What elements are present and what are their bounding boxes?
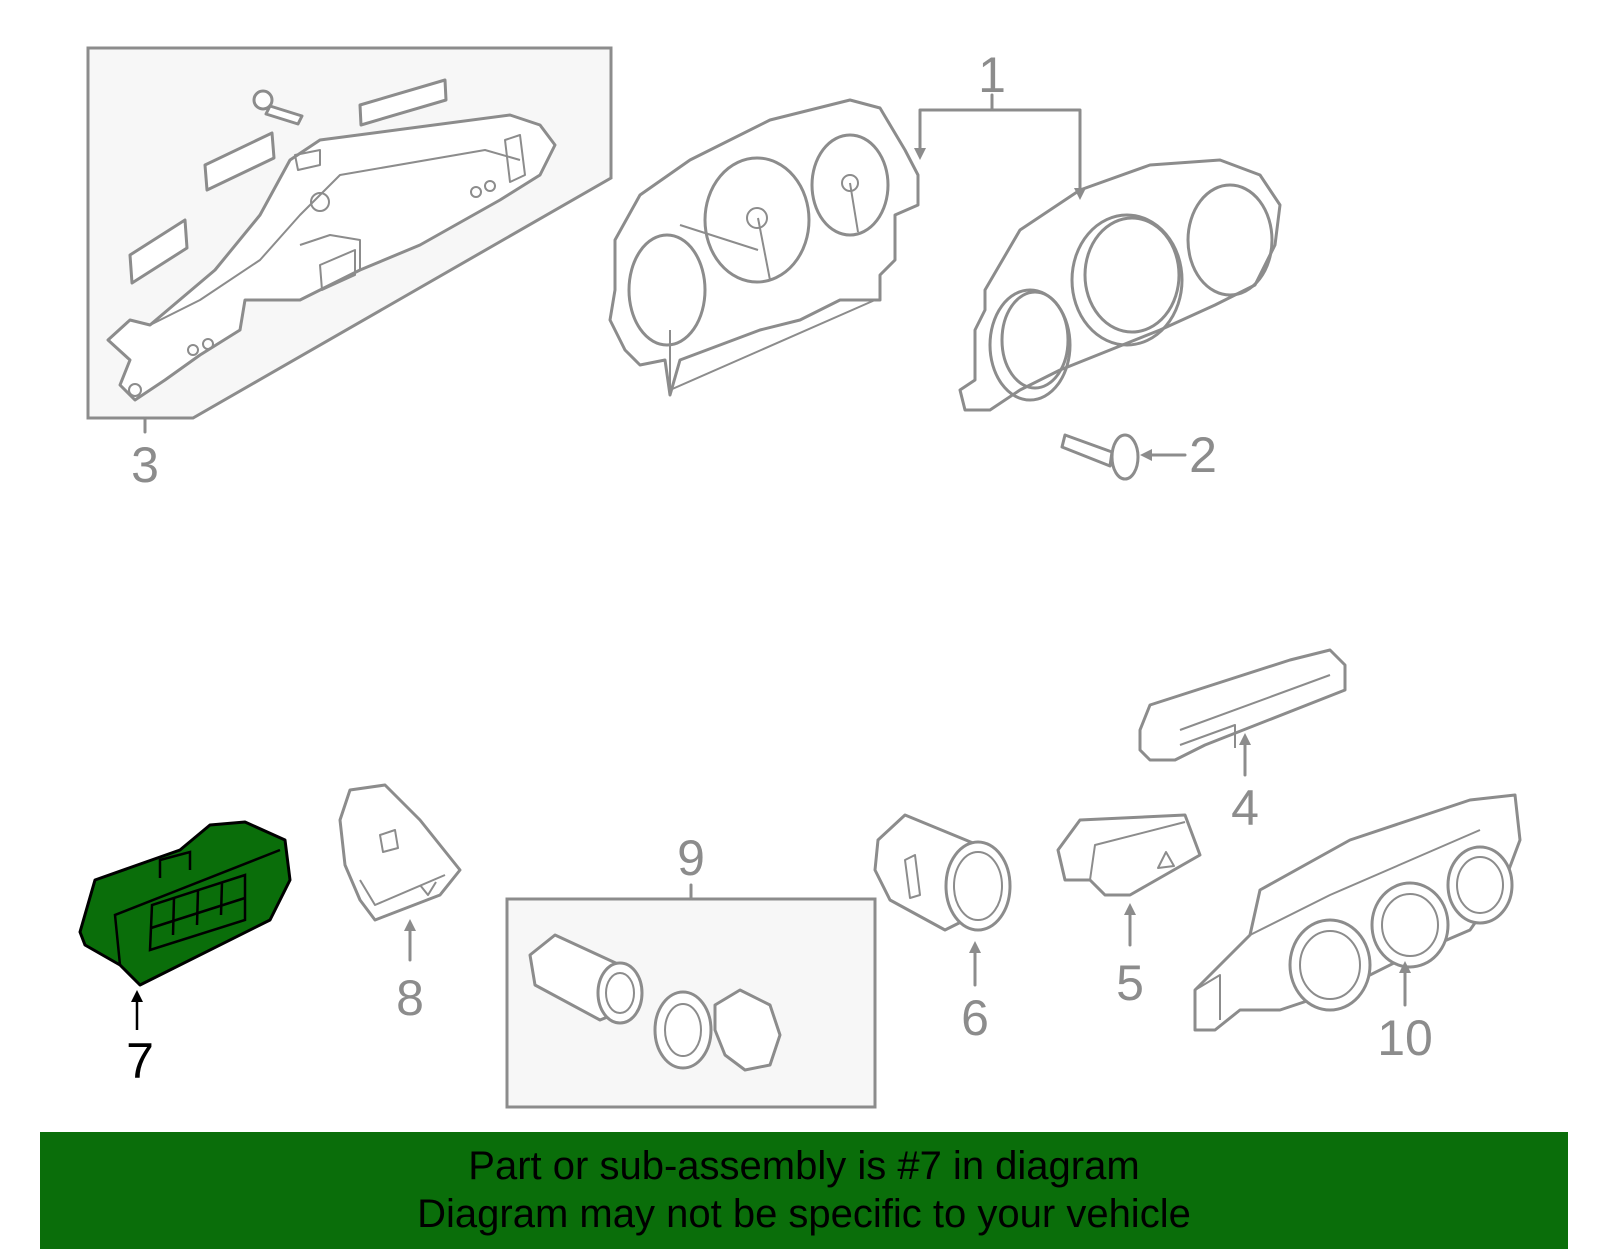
callout-4[interactable]: 4 <box>1231 780 1259 836</box>
part-2-screw[interactable] <box>1060 433 1187 481</box>
callout-9[interactable]: 9 <box>677 830 705 886</box>
part-3-bracket[interactable] <box>86 46 613 434</box>
part-6-socket[interactable] <box>873 813 1012 987</box>
callout-3[interactable]: 3 <box>131 437 159 493</box>
callout-7[interactable]: 7 <box>126 1033 154 1089</box>
callout-8[interactable]: 8 <box>396 970 424 1026</box>
part-9-lighter-kit[interactable] <box>505 883 877 1109</box>
callout-2[interactable]: 2 <box>1189 427 1217 483</box>
part-7-switch-highlighted[interactable] <box>78 820 292 1030</box>
part-8-switch[interactable] <box>338 783 462 962</box>
part-1-instrument-cluster[interactable] <box>608 93 1282 412</box>
callout-5[interactable]: 5 <box>1116 955 1144 1011</box>
callout-1[interactable]: 1 <box>978 47 1006 103</box>
part-10-climate-control[interactable] <box>1193 793 1522 1032</box>
callout-10[interactable]: 10 <box>1377 1010 1433 1066</box>
banner-line-1: Part or sub-assembly is #7 in diagram <box>468 1144 1140 1188</box>
part-4-switch-strip[interactable] <box>1138 648 1347 777</box>
banner-line-2: Diagram may not be specific to your vehi… <box>417 1192 1191 1236</box>
callout-6[interactable]: 6 <box>961 990 989 1046</box>
part-5-hazard-switch[interactable] <box>1056 813 1202 947</box>
info-banner: Part or sub-assembly is #7 in diagram Di… <box>40 1132 1568 1249</box>
